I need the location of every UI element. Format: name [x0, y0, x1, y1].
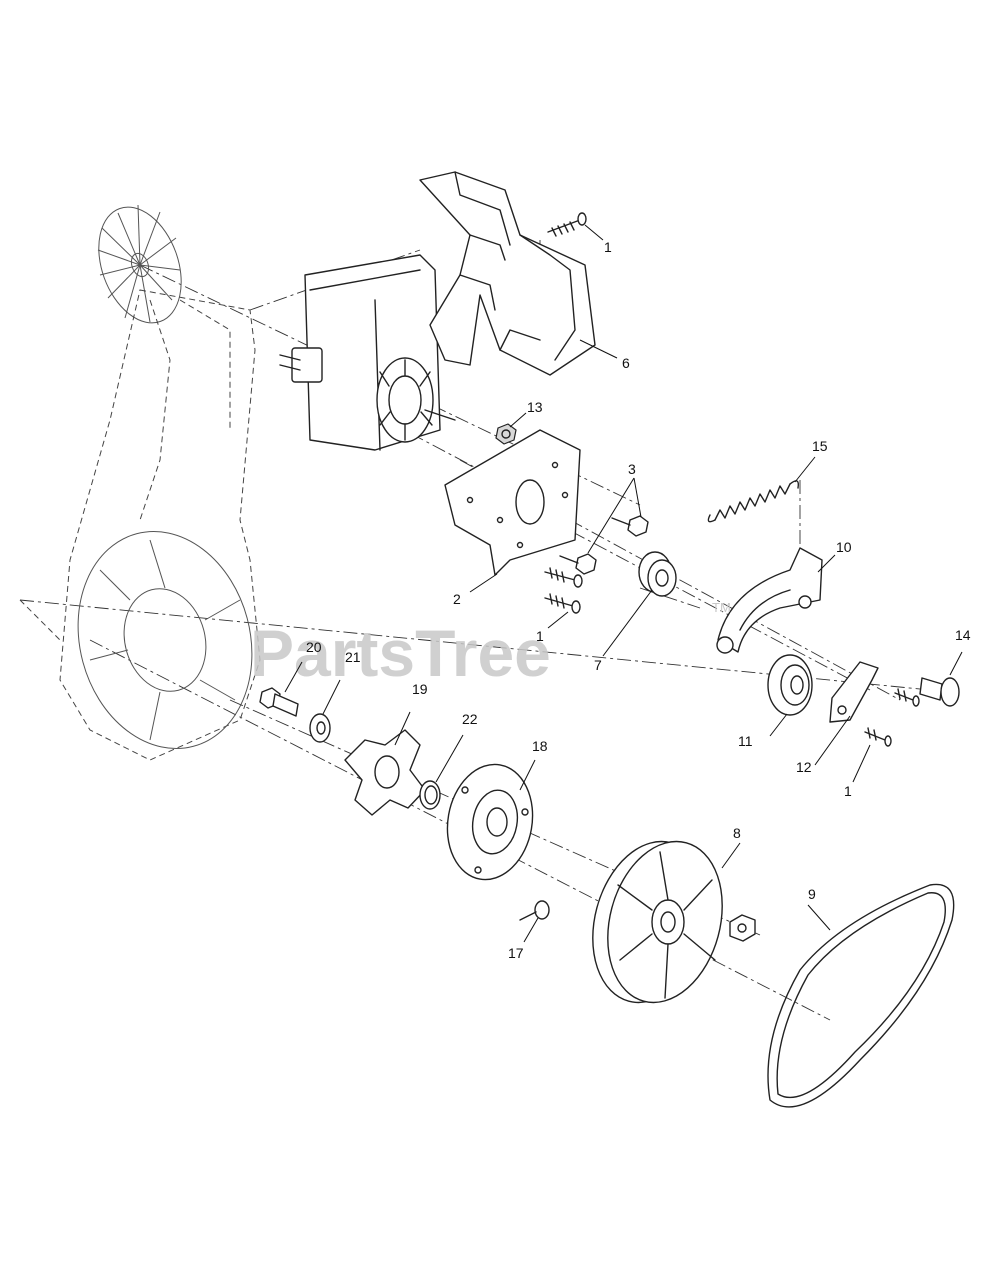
- callout-9: 9: [808, 886, 816, 902]
- part-7-bushing: [638, 551, 677, 597]
- callout-18: 18: [532, 738, 548, 754]
- part-9-belt: [767, 883, 955, 1108]
- pulley-nut: [729, 914, 756, 942]
- callout-7: 7: [594, 657, 602, 673]
- callout-21: 21: [345, 649, 361, 665]
- part-14-shoulder-bolt: [919, 677, 960, 707]
- part-2-mounting-plate: [444, 429, 581, 576]
- callout-2: 2: [453, 591, 461, 607]
- part-17-screw: [519, 900, 550, 921]
- watermark-trademark: TM: [712, 600, 731, 615]
- part-8-drive-pulley: [592, 840, 723, 1004]
- part-19-coupler: [344, 729, 426, 816]
- callout-8: 8: [733, 825, 741, 841]
- auger-housing-ghost: [19, 289, 261, 761]
- callout-13: 13: [527, 399, 543, 415]
- watermark-text: PartsTree: [250, 616, 551, 690]
- electric-motor-ghost: [279, 254, 456, 451]
- callout-6: 6: [622, 355, 630, 371]
- callout-1: 1: [604, 239, 612, 255]
- part-22-ring: [419, 780, 441, 810]
- callout-10: 10: [836, 539, 852, 555]
- callout-20: 20: [306, 639, 322, 655]
- part-6-belt-cover: [419, 171, 596, 376]
- callout-3: 3: [628, 461, 636, 477]
- part-18-hub-flange: [446, 763, 534, 881]
- callout-14: 14: [955, 627, 971, 643]
- part-20-shaft-bolt: [259, 687, 299, 717]
- part-12-bracket: [829, 661, 879, 723]
- callout-12: 12: [796, 759, 812, 775]
- part-11-idler-pulley: [767, 654, 813, 716]
- part-10-idler-arm: [716, 547, 823, 654]
- part-15-spring: [707, 480, 800, 523]
- callout-19: 19: [412, 681, 428, 697]
- callout-22: 22: [462, 711, 478, 727]
- partstree-watermark: PartsTree TM: [250, 600, 731, 690]
- callout-15: 15: [812, 438, 828, 454]
- callout-1: 1: [844, 783, 852, 799]
- part-3-bolts: [559, 515, 649, 575]
- part-13-nut: [495, 423, 517, 445]
- callout-11: 11: [738, 733, 753, 749]
- callout-1: 1: [536, 628, 544, 644]
- fan-impeller-ghost: [97, 204, 182, 324]
- callout-17: 17: [508, 945, 524, 961]
- leader-lines: [284, 224, 963, 943]
- callout-numbers: 1 6 13 3 15 10 2 1 7 14 20 21 19 22 18 1…: [306, 239, 971, 961]
- part-21-washer: [309, 713, 331, 743]
- part-1-screws: [544, 212, 920, 747]
